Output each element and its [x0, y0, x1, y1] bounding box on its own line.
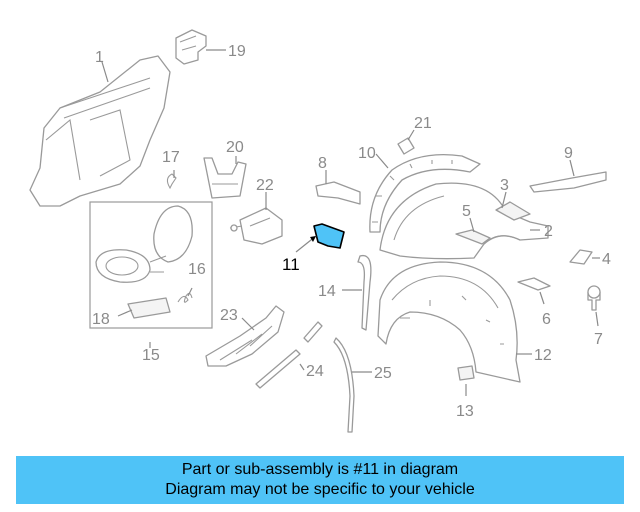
callout-8: 8 — [318, 155, 327, 172]
callout-2: 2 — [544, 223, 553, 240]
part-13: 13 — [456, 365, 475, 420]
part-11: 11 — [282, 223, 345, 274]
callout-19: 19 — [228, 43, 246, 60]
callout-20: 20 — [226, 139, 244, 156]
callout-21: 21 — [414, 115, 432, 132]
part-12: 12 — [377, 261, 552, 383]
parts-diagram: 19 1 17 20 22 15 — [29, 29, 611, 433]
callout-10: 10 — [358, 145, 376, 162]
part-18: 18 — [92, 297, 171, 328]
part-14: 14 — [318, 254, 372, 331]
callout-13: 13 — [456, 403, 474, 420]
callout-22: 22 — [256, 177, 274, 194]
callout-15: 15 — [142, 347, 160, 364]
part-9: 9 — [529, 145, 607, 193]
callout-17: 17 — [162, 149, 180, 166]
part-4: 4 — [569, 249, 611, 268]
callout-7: 7 — [594, 331, 603, 348]
part-15-box: 15 — [89, 201, 213, 364]
part-7: 7 — [587, 285, 603, 348]
callout-18: 18 — [92, 311, 110, 328]
part-21: 21 — [397, 115, 432, 155]
part-10: 10 — [358, 145, 481, 233]
highlighted-part-11 — [313, 223, 345, 249]
info-banner: Part or sub-assembly is #11 in diagram D… — [16, 456, 624, 504]
part-16: 16 — [177, 261, 206, 303]
part-1: 1 — [29, 49, 171, 207]
callout-24: 24 — [306, 363, 324, 380]
part-25: 25 — [333, 337, 392, 433]
callout-1: 1 — [95, 49, 104, 66]
callout-6: 6 — [542, 311, 551, 328]
part-17: 17 — [162, 149, 180, 190]
part-3: 3 — [495, 177, 531, 221]
callout-16: 16 — [188, 261, 206, 278]
part-22: 22 — [229, 177, 283, 245]
callout-25: 25 — [374, 365, 392, 382]
callout-4: 4 — [602, 251, 611, 268]
part-2: 2 — [379, 182, 553, 260]
callout-9: 9 — [564, 145, 573, 162]
callout-3: 3 — [500, 177, 509, 194]
callout-23: 23 — [220, 307, 238, 324]
part-20: 20 — [203, 139, 247, 199]
part-8: 8 — [315, 155, 361, 205]
part-6: 6 — [517, 277, 551, 328]
part-5: 5 — [455, 203, 491, 245]
part-23: 23 — [205, 305, 285, 367]
part-19: 19 — [175, 29, 246, 65]
banner-line-2: Diagram may not be specific to your vehi… — [165, 481, 475, 498]
banner-line-1: Part or sub-assembly is #11 in diagram — [181, 461, 459, 478]
callout-12: 12 — [534, 347, 552, 364]
callout-14: 14 — [318, 283, 336, 300]
callout-5: 5 — [462, 203, 471, 220]
callout-11: 11 — [282, 255, 300, 274]
part-24: 24 — [255, 321, 324, 389]
